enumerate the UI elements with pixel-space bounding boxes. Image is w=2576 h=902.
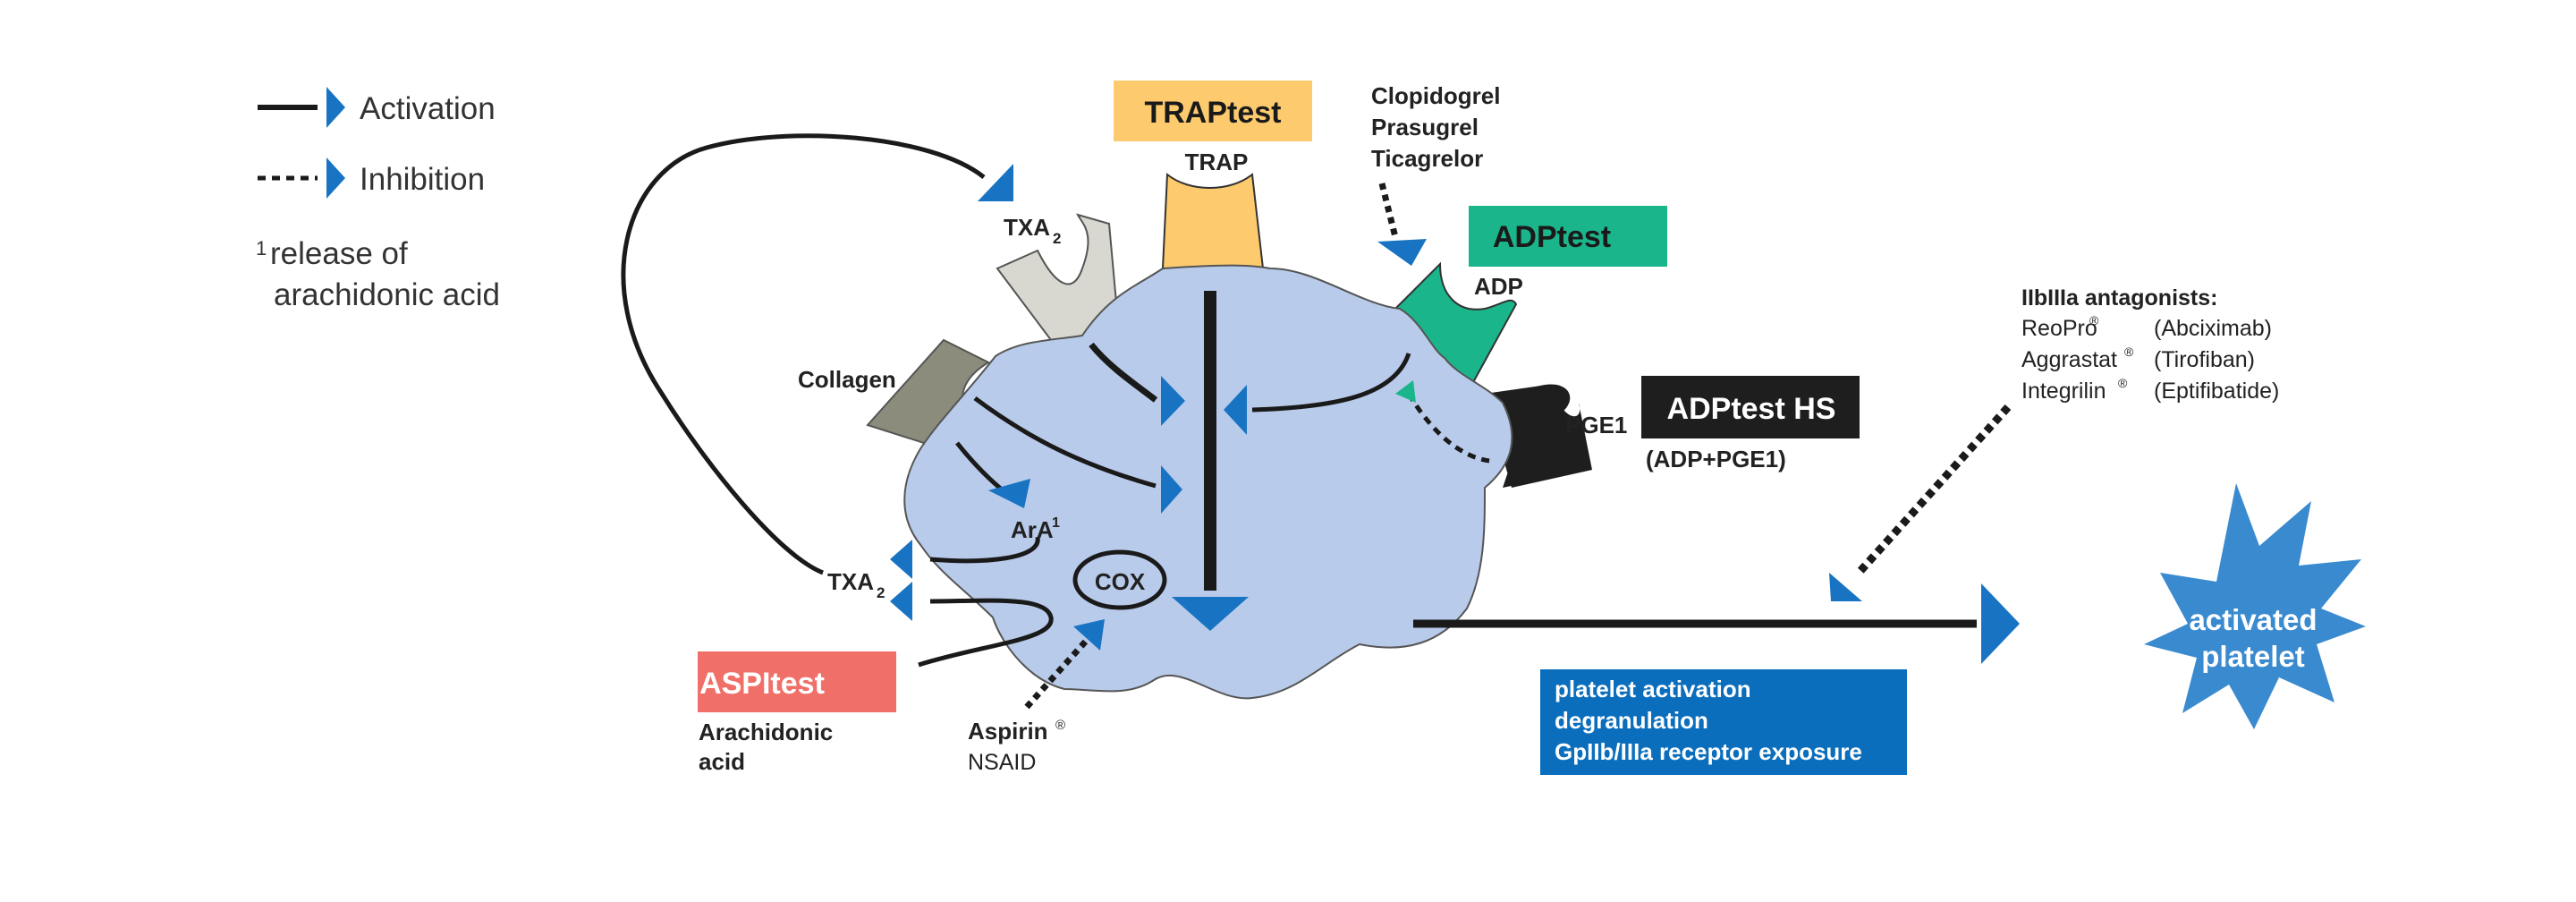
txa2-left-label: TXA	[827, 568, 874, 595]
cox-label: COX	[1095, 568, 1146, 595]
pge1-inhibition-line	[1409, 396, 1490, 464]
legend-inhibition-arrow	[326, 157, 345, 199]
activation-output-arrow	[1981, 583, 2020, 664]
collagen-ara-arrow	[988, 479, 1030, 508]
footnote-line2: arachidonic acid	[274, 277, 500, 312]
collagen-pathway-arrow	[1161, 465, 1182, 514]
ara-txa2-arrow-upper	[890, 540, 912, 579]
pge1-inhibition-arrow	[1395, 380, 1416, 403]
drug-clopidogrel: Clopidogrel	[1371, 82, 1500, 109]
antagonist-mark-1: ®	[2089, 313, 2099, 328]
txa2-pathway-arrow	[1161, 376, 1185, 426]
txa2-receptor	[996, 213, 1120, 360]
outcome-line-1: platelet activation	[1555, 676, 1751, 702]
adp-label: ADP	[1474, 273, 1523, 300]
activated-label-line2: platelet	[2201, 640, 2305, 673]
arachidonic-label-line2: acid	[699, 748, 745, 775]
drug-prasugrel: Prasugrel	[1371, 114, 1479, 140]
inhibitor-arrows	[1024, 183, 2012, 710]
adptest-hs-title: ADPtest HS	[1667, 392, 1836, 426]
aspirin-inhibition-arrow	[1073, 619, 1105, 651]
trap-receptor	[1161, 172, 1265, 269]
adp-pathway-line	[1251, 353, 1411, 413]
antagonist-generic-3: (Eptifibatide)	[2154, 379, 2279, 404]
adptest-hs-subtitle: (ADP+PGE1)	[1646, 446, 1786, 472]
antagonists-inhibition-arrow	[1829, 573, 1862, 601]
aspirin-mark: ®	[1055, 718, 1065, 733]
aspitest-title: ASPItest	[699, 667, 825, 701]
adptest-hs-box	[1641, 376, 1860, 438]
antagonists-inhibition-line	[1857, 404, 2012, 574]
antagonists-title: IIbIIIa antagonists:	[2021, 285, 2217, 311]
feedback-arrowhead	[978, 164, 1013, 201]
adptest-box	[1469, 206, 1667, 267]
p2y12-inhibition-arrow	[1377, 239, 1427, 266]
ara-txa2-line	[929, 536, 1040, 564]
nsaid-label: NSAID	[968, 750, 1036, 775]
footnote-mark: 1	[256, 237, 267, 260]
outcome-line-3: GpIIb/IIIa receptor exposure	[1555, 738, 1862, 765]
txa2-pathway-line	[1089, 342, 1158, 403]
legend-inhibition-label: Inhibition	[360, 162, 485, 197]
p2y12-inhibition-line	[1378, 183, 1399, 238]
antagonist-generic-2: (Tirofiban)	[2154, 347, 2255, 372]
antagonist-brand-3: Integrilin	[2021, 379, 2106, 404]
ara-label: ArA	[1011, 516, 1054, 543]
activated-label-line1: activated	[2189, 603, 2317, 636]
trap-label: TRAP	[1185, 149, 1249, 175]
arachidonic-label-line1: Arachidonic	[699, 719, 833, 745]
footnote-line1: release of	[270, 236, 408, 271]
antagonist-brand-2: Aggrastat	[2021, 347, 2117, 372]
outcome-box	[1540, 669, 1907, 775]
central-down-arrow	[1172, 597, 1249, 631]
aspirin-inhibition-line	[1024, 634, 1092, 710]
traptest-box	[1114, 81, 1312, 141]
antagonist-generic-1: (Abciximab)	[2154, 316, 2272, 341]
pge1-label: PGE1	[1565, 412, 1627, 438]
antagonist-brand-1: ReoPro	[2021, 316, 2097, 341]
adp-pathway-arrow	[1224, 385, 1247, 435]
txa2-top-label: TXA	[1004, 214, 1050, 241]
internal-pathways	[890, 291, 1490, 668]
adptest-title: ADPtest	[1493, 220, 1611, 254]
legend: Activation Inhibition 1 release of arach…	[256, 87, 500, 312]
feedback-curve	[621, 133, 986, 575]
txa2-left-sub: 2	[877, 584, 885, 601]
drug-ticagrelor: Ticagrelor	[1371, 145, 1483, 172]
traptest-title: TRAPtest	[1144, 96, 1281, 130]
aspirin-label: Aspirin	[968, 718, 1048, 745]
ara-txa2-arrow-lower	[890, 582, 912, 621]
cox-ellipse	[1072, 549, 1167, 610]
activated-platelet-star	[2144, 483, 2366, 729]
legend-activation-arrow	[326, 87, 345, 128]
arachidonic-path-line	[918, 598, 1054, 668]
pge1-receptor-body	[1503, 384, 1588, 488]
antagonist-mark-3: ®	[2118, 376, 2128, 390]
txa2-feedback-loop	[621, 133, 1013, 575]
antagonists-list: IIbIIIa antagonists: ReoPro ® (Abciximab…	[2021, 285, 2279, 404]
txa2-top-sub: 2	[1053, 230, 1061, 247]
ara-sup: 1	[1052, 515, 1060, 531]
collagen-pathway-line	[973, 396, 1157, 489]
aspitest-box	[698, 651, 896, 712]
collagen-label: Collagen	[798, 366, 896, 393]
outcome-line-2: degranulation	[1555, 707, 1708, 734]
antagonist-mark-2: ®	[2124, 345, 2134, 359]
legend-activation-label: Activation	[360, 91, 496, 126]
